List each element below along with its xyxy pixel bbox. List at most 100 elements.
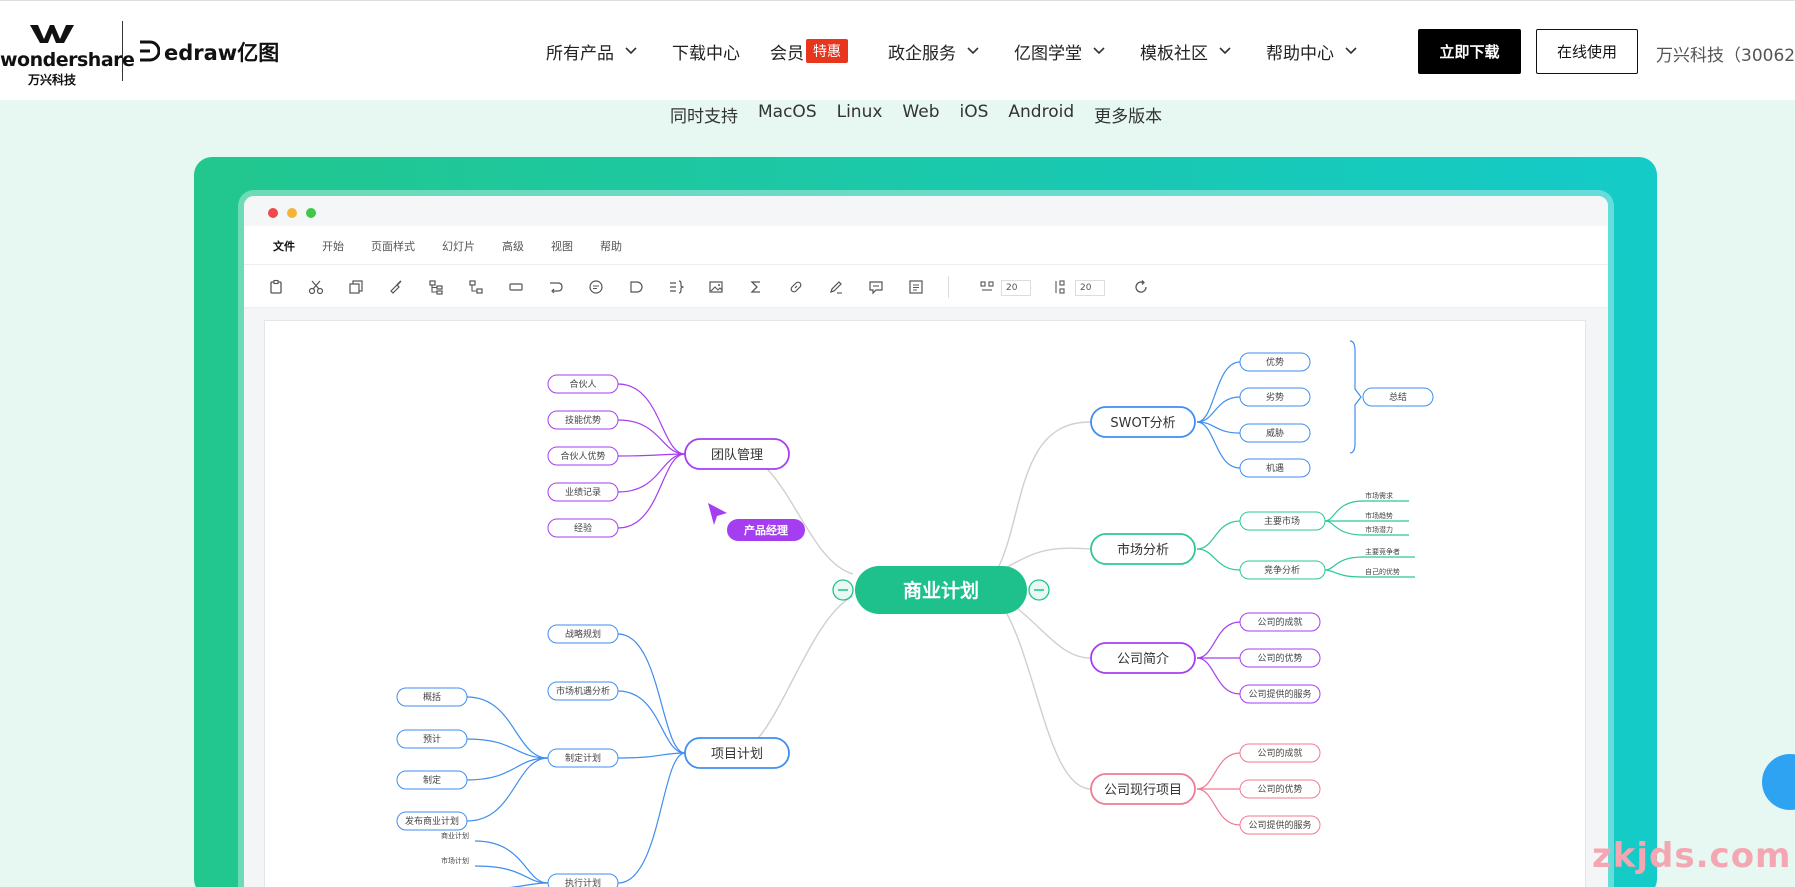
- comment-icon[interactable]: [868, 279, 884, 295]
- nav-enterprise[interactable]: 政企服务: [888, 39, 980, 64]
- subtopic-team-1[interactable]: 技能优势: [547, 410, 619, 430]
- topic-intro[interactable]: 公司简介: [1090, 642, 1196, 674]
- subtopic-main-2[interactable]: 市场潜力: [1365, 525, 1393, 534]
- svg-text:经验: 经验: [574, 522, 592, 534]
- subtopic-swot-2[interactable]: 威胁: [1239, 423, 1311, 443]
- subtopic-exec-1[interactable]: 市场计划: [441, 856, 469, 865]
- svg-text:总结: 总结: [1389, 391, 1407, 403]
- subtopic-plan-2[interactable]: 制定: [396, 770, 468, 790]
- subtopic-swot-3[interactable]: 机遇: [1239, 458, 1311, 478]
- subtopic-project-1[interactable]: 市场机遇分析: [547, 681, 619, 701]
- topic-swot[interactable]: SWOT分析: [1090, 406, 1196, 438]
- platform-web[interactable]: Web: [902, 102, 940, 122]
- link-icon[interactable]: [788, 279, 804, 295]
- format-painter-icon[interactable]: [388, 279, 404, 295]
- minimize-dot[interactable]: [287, 208, 297, 218]
- subtopic-current-1[interactable]: 公司的优势: [1239, 779, 1321, 799]
- collapse-right-icon[interactable]: [1028, 579, 1050, 601]
- boundary-icon[interactable]: [628, 279, 644, 295]
- subtopic-team-2[interactable]: 合伙人优势: [547, 446, 619, 466]
- menu-slides[interactable]: 幻灯片: [442, 240, 475, 253]
- nav-help-center[interactable]: 帮助中心: [1266, 39, 1358, 64]
- note-icon[interactable]: [908, 279, 924, 295]
- logo-divider: [122, 21, 123, 81]
- nav-academy[interactable]: 亿图学堂: [1014, 39, 1106, 64]
- use-online-button[interactable]: 在线使用: [1536, 29, 1638, 74]
- company-link[interactable]: 万兴科技（30062: [1656, 46, 1795, 66]
- subtopic-swot-0[interactable]: 优势: [1239, 352, 1311, 372]
- nav-download-center[interactable]: 下载中心: [672, 43, 740, 64]
- platform-macos[interactable]: MacOS: [758, 102, 817, 122]
- subtopic-plan-3[interactable]: 发布商业计划: [396, 811, 468, 831]
- menu-help[interactable]: 帮助: [600, 240, 622, 253]
- menu-start[interactable]: 开始: [322, 240, 344, 253]
- customer-service-icon[interactable]: [1762, 754, 1795, 810]
- subtopic-intro-0[interactable]: 公司的成就: [1239, 612, 1321, 632]
- subtopic-comp-1[interactable]: 自己的优势: [1365, 567, 1400, 576]
- cut-icon[interactable]: [308, 279, 324, 295]
- menu-advanced[interactable]: 高级: [502, 240, 524, 253]
- wondershare-mark-icon: [30, 25, 74, 43]
- menu-file[interactable]: 文件: [273, 240, 295, 253]
- topic-current[interactable]: 公司现行项目: [1090, 773, 1196, 805]
- subtopic-project-3[interactable]: 执行计划: [547, 873, 619, 887]
- subtopic-intro-2[interactable]: 公司提供的服务: [1239, 684, 1321, 704]
- menu-page-style[interactable]: 页面样式: [371, 240, 415, 253]
- nav-all-products[interactable]: 所有产品: [546, 39, 638, 64]
- pen-icon[interactable]: [828, 279, 844, 295]
- link-market-1: [1196, 548, 1241, 571]
- download-now-button[interactable]: 立即下载: [1418, 29, 1521, 74]
- nav-templates[interactable]: 模板社区: [1140, 39, 1232, 64]
- maximize-dot[interactable]: [306, 208, 316, 218]
- topic-market[interactable]: 市场分析: [1090, 533, 1196, 565]
- subtopic-comp-0[interactable]: 主要竞争者: [1365, 547, 1400, 556]
- menu-view[interactable]: 视图: [551, 240, 573, 253]
- svg-text:机遇: 机遇: [1266, 462, 1284, 474]
- wondershare-logo[interactable]: wondershare 万兴科技: [0, 19, 135, 87]
- floating-topic-icon[interactable]: [508, 279, 524, 295]
- nav-membership[interactable]: 会员 特惠: [770, 39, 848, 64]
- subtopic-plan-0[interactable]: 概括: [396, 687, 468, 707]
- platform-linux[interactable]: Linux: [836, 102, 883, 122]
- summary-icon[interactable]: [668, 279, 685, 295]
- platform-android[interactable]: Android: [1008, 102, 1075, 122]
- mindmap-canvas[interactable]: 商业计划 团队管理 项目计划: [264, 320, 1586, 887]
- topic-project[interactable]: 项目计划: [684, 737, 790, 769]
- callout-icon[interactable]: [588, 279, 604, 295]
- root-node[interactable]: 商业计划: [855, 566, 1027, 614]
- subtopic-project-0[interactable]: 战略规划: [547, 624, 619, 644]
- subtopic-current-0[interactable]: 公司的成就: [1239, 743, 1321, 763]
- subtopic-intro-1[interactable]: 公司的优势: [1239, 648, 1321, 668]
- topic-team[interactable]: 团队管理: [684, 438, 790, 470]
- horizontal-spacing-input[interactable]: 20: [1001, 280, 1031, 296]
- close-dot[interactable]: [268, 208, 278, 218]
- subtopic-market-1[interactable]: 竞争分析: [1239, 560, 1326, 580]
- subtopic-team-3[interactable]: 业绩记录: [547, 482, 619, 502]
- svg-text:合伙人优势: 合伙人优势: [560, 450, 605, 462]
- subtopic-plan-1[interactable]: 预计: [396, 729, 468, 749]
- link-project-1: [617, 690, 686, 754]
- summary-node[interactable]: 总结: [1362, 387, 1434, 407]
- svg-text:公司的优势: 公司的优势: [1257, 652, 1302, 664]
- subtopic-current-2[interactable]: 公司提供的服务: [1239, 815, 1321, 835]
- vertical-spacing-input[interactable]: 20: [1075, 280, 1105, 296]
- image-icon[interactable]: [708, 279, 724, 295]
- subtopic-team-4[interactable]: 经验: [547, 518, 619, 538]
- subtopic-icon[interactable]: [468, 279, 484, 295]
- platform-ios[interactable]: iOS: [959, 102, 989, 122]
- subtopic-main-1[interactable]: 市场趋势: [1365, 511, 1393, 520]
- collapse-left-icon[interactable]: [832, 579, 854, 601]
- paste-icon[interactable]: [268, 279, 284, 295]
- subtopic-swot-1[interactable]: 劣势: [1239, 387, 1311, 407]
- formula-icon[interactable]: [748, 279, 764, 295]
- subtopic-team-0[interactable]: 合伙人: [547, 374, 619, 394]
- copy-icon[interactable]: [348, 279, 364, 295]
- relationship-icon[interactable]: [548, 279, 564, 295]
- subtopic-market-0[interactable]: 主要市场: [1239, 511, 1326, 531]
- refresh-icon[interactable]: [1133, 279, 1149, 295]
- subtopic-exec-0[interactable]: 商业计划: [441, 831, 469, 840]
- insert-topic-icon[interactable]: [428, 279, 444, 295]
- subtopic-main-0[interactable]: 市场需求: [1365, 491, 1393, 500]
- subtopic-project-2[interactable]: 制定计划: [547, 748, 619, 768]
- platform-more[interactable]: 更多版本: [1094, 107, 1163, 127]
